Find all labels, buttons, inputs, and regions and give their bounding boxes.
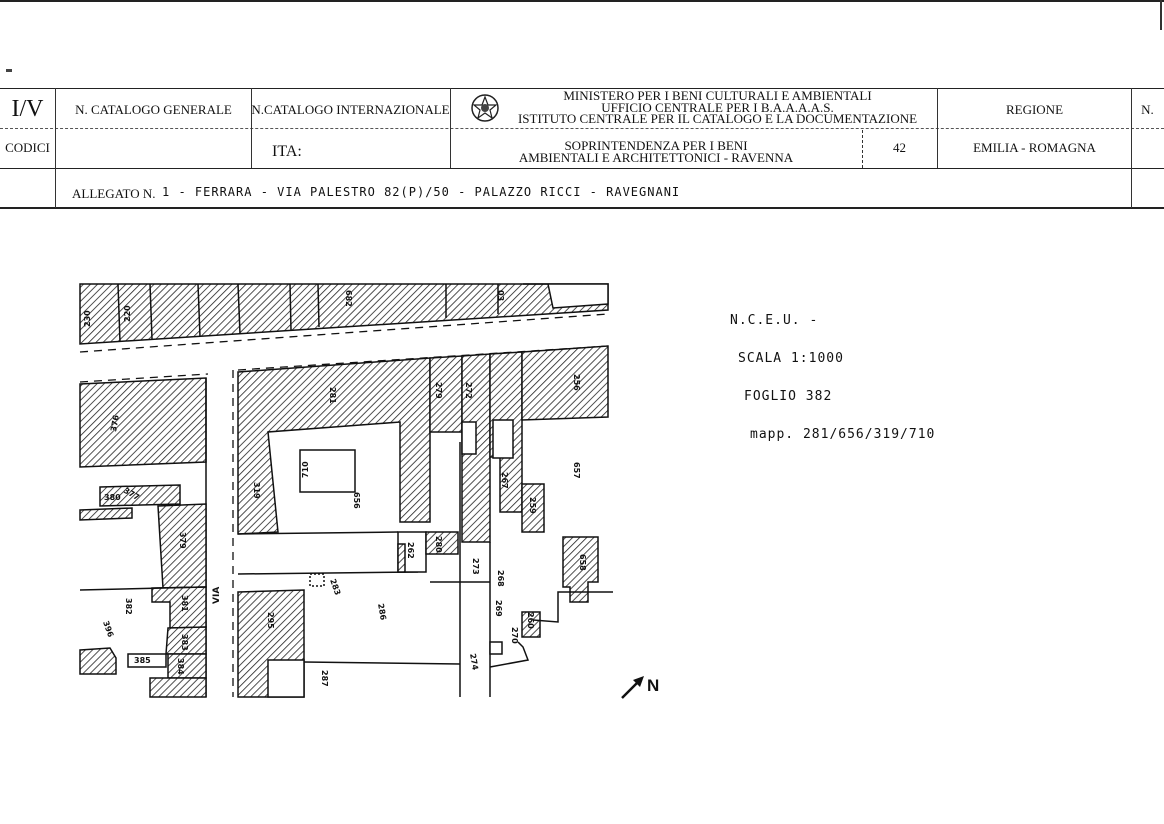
parcel-shape	[149, 677, 207, 698]
parcel-label: 295	[266, 612, 275, 629]
scan-edge	[0, 0, 1164, 2]
republic-emblem-icon	[470, 92, 500, 124]
parcel-shape	[309, 573, 325, 587]
regione-value: EMILIA - ROMAGNA	[973, 140, 1096, 155]
parcel-label: 396	[101, 620, 115, 639]
parcel-label: 268	[496, 570, 505, 587]
soprintendenza-line-2: AMBIENTALI E ARCHITETTONICI - RAVENNA	[518, 150, 794, 165]
parcel-label: 267	[500, 472, 509, 489]
parcel-label: 279	[434, 382, 443, 399]
parcel-shape	[562, 536, 599, 603]
code-i-v: I/V	[11, 96, 44, 122]
parcel-label: 220	[123, 305, 132, 322]
codici-label: CODICI	[5, 140, 50, 155]
note-nceu: N.C.E.U. -	[730, 313, 819, 328]
parcel-label: 319	[252, 482, 261, 499]
parcel-shape	[425, 531, 459, 555]
parcel-label: 260	[526, 612, 535, 629]
parcel-shape	[397, 543, 406, 573]
parcel-label: 272	[464, 382, 473, 399]
parcel-label: 657	[572, 462, 581, 479]
parcel-shape	[521, 611, 541, 638]
parcel-shape	[151, 586, 207, 629]
ministry-line-2: UFFICIO CENTRALE PER I B.A.A.A.A.S.	[601, 100, 834, 115]
soprintendenza-line-1: SOPRINTENDENZA PER I BENI	[564, 138, 748, 153]
parcel-label: 256	[572, 374, 581, 391]
parcel-shape	[521, 483, 545, 533]
courtyard	[523, 283, 609, 309]
parcel-shape	[489, 641, 503, 655]
note-foglio: FOGLIO 382	[744, 389, 833, 404]
parcel-label: 379	[178, 532, 187, 549]
regione-label: REGIONE	[1005, 102, 1064, 117]
parcel-shape	[521, 345, 609, 421]
n-label: N.	[1141, 102, 1154, 117]
parcel-label: 281	[328, 387, 337, 404]
ita-label: ITA:	[272, 143, 302, 160]
parcel-label: 682	[344, 290, 353, 307]
scan-edge-right	[1160, 0, 1162, 30]
parcel-shape	[79, 507, 133, 521]
catalogo-generale-label: N. CATALOGO GENERALE	[75, 102, 232, 117]
parcel-shape	[492, 419, 514, 459]
parcel-shape	[237, 357, 431, 535]
parcel-label: 270	[510, 627, 519, 644]
soprintendenza-code: 42	[893, 140, 906, 155]
parcel-shape	[79, 283, 609, 345]
cadastral-map: 230 220 682 03 376 281 279 272 256 319 7…	[78, 282, 613, 700]
ministry-line-3: ISTITUTO CENTRALE PER IL CATALOGO E LA D…	[517, 111, 918, 126]
parcel-label: 286	[376, 603, 388, 621]
parcel-label: 259	[528, 497, 537, 514]
note-mappali: mapp. 281/656/319/710	[750, 427, 936, 442]
parcel-shape	[167, 653, 207, 679]
street-label: VIA	[212, 587, 222, 604]
parcel-label: 287	[320, 670, 329, 687]
parcel-label: 269	[494, 600, 503, 617]
parcel-label: 03	[496, 290, 505, 301]
parcel-label: 280	[434, 536, 443, 553]
catalogo-internazionale-label: N.CATALOGO INTERNAZIONALE	[251, 102, 450, 117]
allegato-label: ALLEGATO N.	[72, 186, 156, 201]
parcel-label: 273	[471, 558, 480, 575]
parcel-label: 384	[176, 658, 185, 675]
parcel-shape	[127, 653, 167, 668]
parcel-label: 376	[109, 414, 121, 432]
ministry-line-1: MINISTERO PER I BENI CULTURALI E AMBIENT…	[563, 88, 872, 103]
parcel-shape	[99, 484, 181, 507]
parcel-label: 710	[301, 461, 310, 478]
parcel-label: 381	[180, 595, 189, 612]
parcel-label: 383	[180, 634, 189, 651]
parcel-label: 262	[406, 542, 415, 559]
parcel-label: 658	[578, 554, 587, 571]
parcel-shape	[79, 377, 207, 468]
north-label: N	[647, 676, 660, 695]
parcel-shape	[299, 449, 356, 493]
note-scala: SCALA 1:1000	[738, 351, 844, 366]
parcel-label: 385	[134, 656, 151, 665]
scan-mark	[6, 69, 12, 72]
parcel-shape	[79, 647, 117, 675]
parcel-label: 656	[352, 492, 361, 509]
north-arrow-icon	[620, 674, 648, 700]
parcel-labels: 230 220 682 03 376 281 279 272 256 319 7…	[83, 290, 587, 687]
allegato-text: 1 - FERRARA - VIA PALESTRO 82(P)/50 - PA…	[162, 185, 681, 199]
parcel-label: 283	[328, 578, 342, 597]
parcel-label: 382	[124, 598, 133, 615]
parcel-shape	[461, 421, 477, 455]
parcel-label: 380	[104, 493, 121, 502]
parcel-label: 274	[468, 653, 480, 671]
parcel-label: 230	[83, 310, 92, 327]
parcel-shape	[267, 659, 305, 698]
